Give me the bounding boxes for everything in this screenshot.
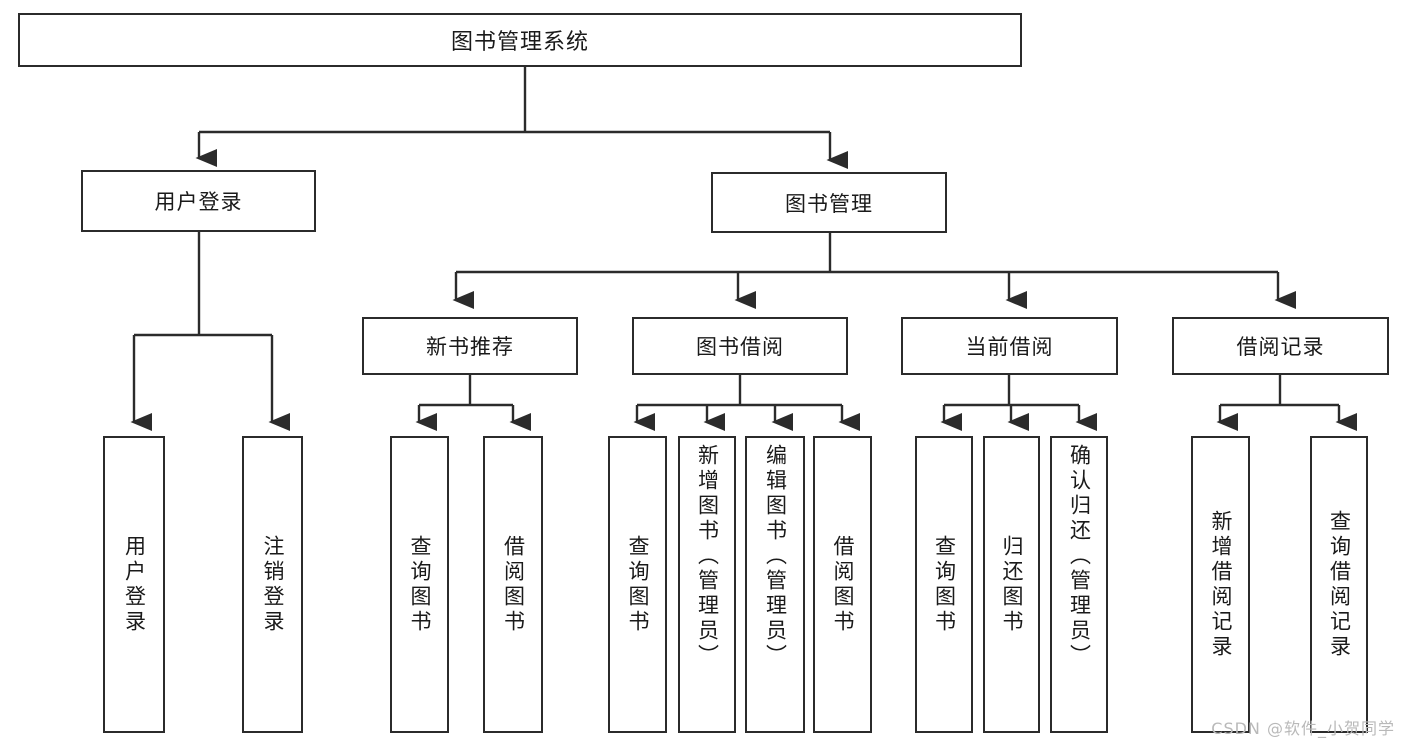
node-label: 图书管理 [785,191,873,216]
node-label: 新书推荐 [426,335,514,359]
node-label: 借阅记录 [1236,335,1325,359]
leaf-add-borrow-record[interactable]: 新增借阅记录 [1191,436,1250,733]
node-label: 用户登录 [122,534,147,635]
node-label: 注销登录 [261,534,285,635]
node-label: 归还图书 [1000,534,1024,635]
node-label: 新增图书（管理员） [695,444,720,669]
node-label: 当前借阅 [965,335,1054,359]
leaf-user-logout[interactable]: 注销登录 [242,436,303,733]
node-label: 用户登录 [154,190,243,214]
watermark: CSDN @软件_小贺同学 [1211,719,1395,738]
leaf-query-book-current[interactable]: 查询图书 [915,436,973,733]
leaf-query-book-borrow[interactable]: 查询图书 [608,436,667,733]
node-label: 查询图书 [932,534,957,635]
node-root-system[interactable]: 图书管理系统 [18,13,1022,67]
node-label: 新增借阅记录 [1209,509,1233,660]
node-label: 查询图书 [408,534,432,635]
node-label: 查询图书 [626,534,650,635]
node-label: 编辑图书（管理员） [763,444,788,669]
leaf-confirm-return-admin[interactable]: 确认归还（管理员） [1050,436,1108,733]
leaf-borrow-book-recommend[interactable]: 借阅图书 [483,436,543,733]
node-new-book-recommend[interactable]: 新书推荐 [362,317,578,375]
node-book-management[interactable]: 图书管理 [711,172,947,233]
node-label: 图书借阅 [696,335,784,359]
leaf-add-book-admin[interactable]: 新增图书（管理员） [678,436,736,733]
leaf-borrow-book[interactable]: 借阅图书 [813,436,872,733]
node-label: 查询借阅记录 [1327,509,1352,660]
node-book-borrow[interactable]: 图书借阅 [632,317,848,375]
leaf-user-login[interactable]: 用户登录 [103,436,165,733]
leaf-return-book[interactable]: 归还图书 [983,436,1040,733]
node-current-borrow[interactable]: 当前借阅 [901,317,1118,375]
node-label: 借阅图书 [831,534,855,635]
node-borrow-records[interactable]: 借阅记录 [1172,317,1389,375]
node-user-login[interactable]: 用户登录 [81,170,316,232]
node-label: 确认归还（管理员） [1067,444,1092,669]
node-label: 图书管理系统 [450,30,589,55]
node-label: 借阅图书 [501,534,526,635]
leaf-query-book-recommend[interactable]: 查询图书 [390,436,449,733]
leaf-edit-book-admin[interactable]: 编辑图书（管理员） [745,436,805,733]
leaf-query-borrow-record[interactable]: 查询借阅记录 [1310,436,1368,733]
